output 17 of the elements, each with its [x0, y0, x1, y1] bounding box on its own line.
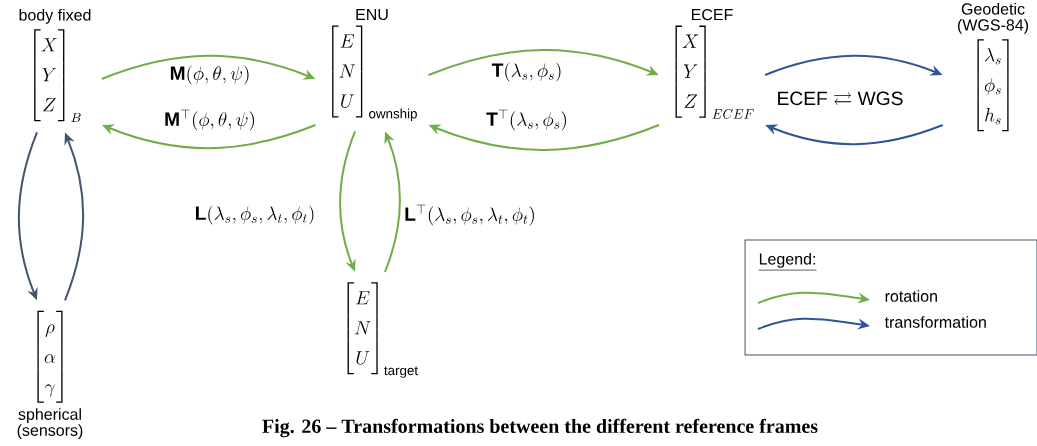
coordinate-vector: $\begin{bmatrix}E\\N\\U\end{bmatrix}_{\mathrm{target}}$: [347, 282, 418, 378]
edge-label: $\mathbf{L}^{\top}(\lambda_s,\phi_s,\lambda_t,\phi_t)$: [405, 204, 534, 226]
coordinate-vector: $\begin{bmatrix}\rho\\\alpha\\\gamma\end{bmatrix}$ spherical (sensors): [17, 310, 83, 440]
edge-label: $\mathbf{T}^{\top}(\lambda_s,\phi_s)$: [486, 109, 566, 131]
coordinate-vector: ENU $\begin{bmatrix}E\\N\\U\end{bmatrix}_{\mathrm{ownship}}$: [332, 8, 417, 121]
legend-title: Legend:: [758, 252, 817, 271]
edge-label: $\mathbf{M}^{\top}(\phi,\theta,\psi)$: [165, 109, 254, 131]
coordinate-vector: body fixed $\begin{bmatrix}X\\Y\\Z\end{bmatrix}_{B}$: [19, 8, 91, 122]
legend-label: transformation: [884, 316, 986, 328]
legend-label: rotation: [885, 290, 937, 302]
edge-label: $\mathbf{L}(\lambda_s,\phi_s,\lambda_t,\phi_t)$: [196, 205, 314, 225]
figure-caption: Fig. 26 – Transformations between the different reference frames: [262, 418, 818, 438]
edge-label: $\mathrm{ECEF}\rightleftarrows\mathrm{WGS}$: [778, 91, 903, 106]
coordinate-vector: ECEF $\begin{bmatrix}X\\Y\\Z\end{bmatrix}_{ECEF}$: [675, 8, 754, 119]
edge-label: $\mathbf{M}(\phi,\theta,\psi)$: [170, 65, 249, 85]
coordinate-vector: Geodetic (WGS-84) $\begin{bmatrix}\lambda_s\\\phi_s\\h_s\end{bmatrix}$: [958, 2, 1028, 132]
edge-label: $\mathbf{T}(\lambda_s,\phi_s)$: [491, 62, 561, 82]
